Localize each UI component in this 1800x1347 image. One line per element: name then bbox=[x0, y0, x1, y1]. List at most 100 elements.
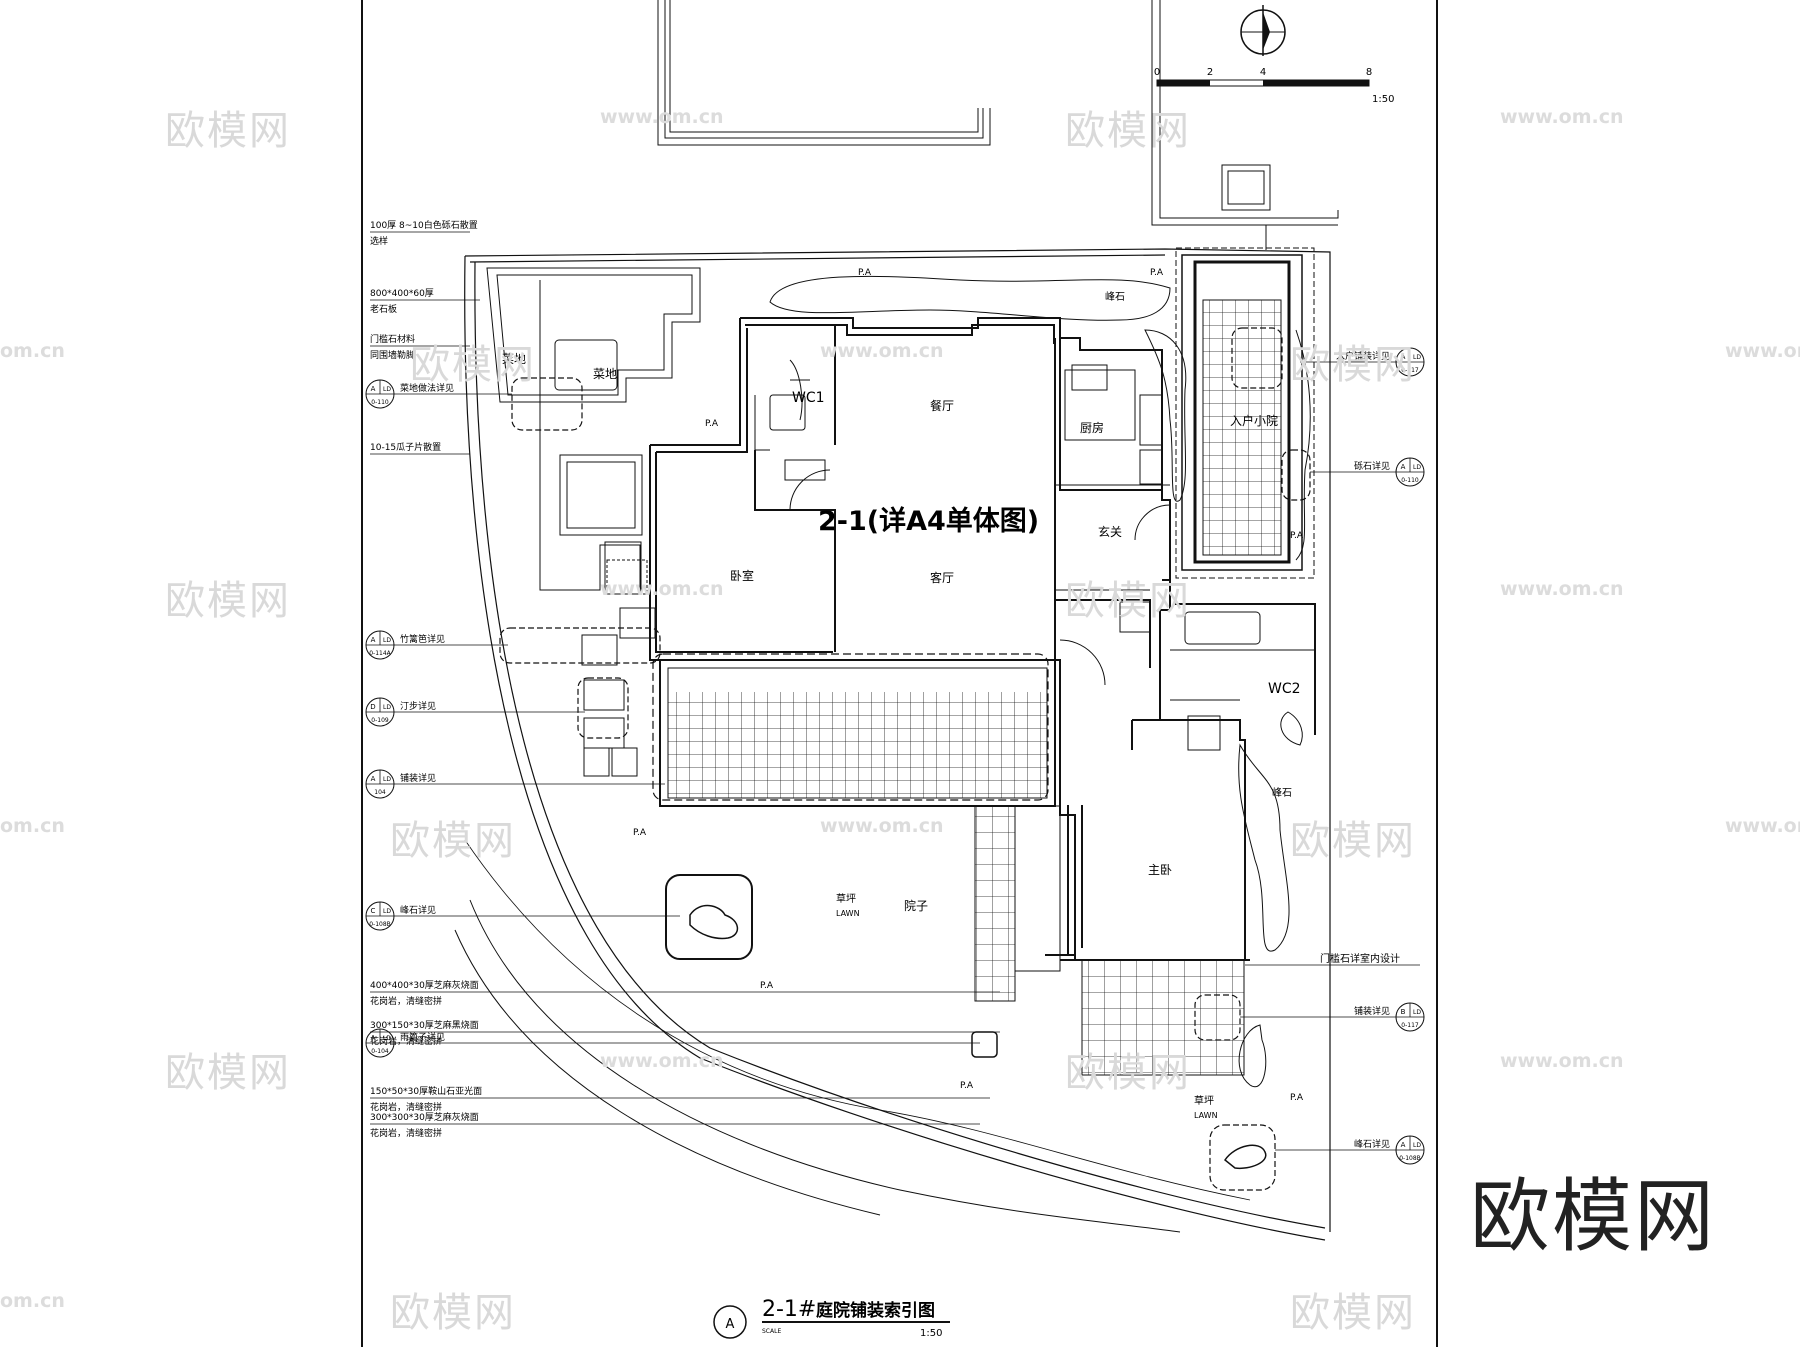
ref-label: 铺装详见 bbox=[400, 772, 436, 784]
material-note-line: 10-15瓜子片散置 bbox=[370, 441, 441, 453]
landscape-contour bbox=[469, 899, 1181, 1233]
ref-letter: A bbox=[1401, 463, 1406, 471]
paving-labels: P.A P.A P.A P.A P.A P.A P.A P.A bbox=[633, 268, 1304, 1103]
pa-label: P.A bbox=[960, 1081, 974, 1091]
ref-sheet-number: 0-104 bbox=[371, 1048, 389, 1055]
rock-label-top: 峰石 bbox=[1105, 291, 1125, 303]
room-label-entry-court: 入户小院 bbox=[1230, 413, 1278, 428]
ref-sheet-code: LD bbox=[383, 776, 391, 783]
ref-label: 峰石详见 bbox=[1354, 1138, 1390, 1150]
ref-sheet-number: 0-117 bbox=[1401, 1022, 1419, 1029]
room-label-lawn: 草坪 bbox=[836, 892, 856, 905]
title-prefix: 2-1# bbox=[762, 1297, 816, 1322]
ref-letter: A bbox=[371, 636, 376, 644]
material-note-line: 150*50*30厚鞍山石亚光面 bbox=[370, 1085, 482, 1097]
material-note-line: 400*400*30厚芝麻灰烧面 bbox=[370, 979, 479, 991]
brand-logo: 欧模网 bbox=[1470, 1170, 1716, 1263]
pa-label: P.A bbox=[1290, 531, 1304, 541]
room-label-kitchen: 厨房 bbox=[1080, 420, 1104, 435]
material-note-line: 花岗岩，清缝密拼 bbox=[370, 1127, 442, 1139]
material-note-line: 同围墙勒脚 bbox=[370, 349, 415, 361]
drawing-title: A 2-1# 庭院铺装索引图 SCALE 1:50 bbox=[713, 1297, 950, 1339]
ref-sheet-code: LD bbox=[383, 386, 391, 393]
ref-label: 铺装详见 bbox=[1354, 1005, 1390, 1017]
ref-letter: B bbox=[1401, 1008, 1406, 1016]
ref-sheet-number: 0-117 bbox=[1401, 367, 1419, 374]
planting-beds bbox=[769, 275, 1311, 1088]
ref-sheet-code: LD bbox=[1413, 354, 1421, 361]
ref-letter: C bbox=[371, 907, 376, 915]
ref-sheet-code: LD bbox=[1413, 464, 1421, 471]
house-interior bbox=[754, 359, 1315, 751]
material-notes: 100厚 8~10白色砾石散置选样800*400*60厚老石板门槛石材料同围墙勒… bbox=[370, 219, 1000, 1139]
scale-bar: 0 2 4 8 1:50 bbox=[1154, 67, 1395, 105]
threshold-note: 门槛石详室内设计 bbox=[1320, 952, 1400, 965]
scale-ratio: 1:50 bbox=[1372, 94, 1394, 105]
neighbour-building-outline bbox=[657, 0, 1339, 250]
site-boundary bbox=[464, 248, 1331, 1241]
detail-ref-bubble: A LD 0-117 入户铺装详见 bbox=[1300, 347, 1425, 377]
ref-label: 入户铺装详见 bbox=[1336, 350, 1390, 362]
ref-sheet-code: LD bbox=[1413, 1009, 1421, 1016]
material-note-line: 花岗岩，清缝密拼 bbox=[370, 1101, 442, 1113]
ref-sheet-number: 0-109 bbox=[371, 717, 389, 724]
pa-label: P.A bbox=[633, 828, 647, 838]
ref-sheet-code: LD bbox=[1413, 1142, 1421, 1149]
room-label-foyer: 玄关 bbox=[1098, 524, 1122, 539]
pa-label: P.A bbox=[1150, 268, 1164, 278]
pa-label: P.A bbox=[858, 268, 872, 278]
room-label-bedroom: 卧室 bbox=[730, 568, 754, 583]
room-label-dining: 餐厅 bbox=[930, 398, 954, 413]
ref-sheet-number: 0-108B bbox=[369, 921, 391, 928]
room-label-lawn-en: LAWN bbox=[836, 909, 860, 918]
room-label-yard: 院子 bbox=[904, 899, 928, 913]
room-label-vegetable-b: 菜地 bbox=[593, 367, 617, 381]
house-walls bbox=[649, 317, 1316, 961]
room-label-lawn2-en: LAWN bbox=[1194, 1111, 1218, 1120]
room-label-wc1: WC1 bbox=[792, 390, 825, 406]
material-note-line: 800*400*60厚 bbox=[370, 288, 434, 299]
pa-label: P.A bbox=[760, 981, 774, 991]
ref-letter: A bbox=[1401, 353, 1406, 361]
unit-label: 2-1(详A4单体图) bbox=[818, 505, 1039, 537]
scale-tick-4: 4 bbox=[1260, 67, 1266, 78]
landscape-contour bbox=[454, 929, 881, 1216]
room-label-master: 主卧 bbox=[1148, 863, 1172, 877]
rock-label-right: 峰石 bbox=[1272, 787, 1292, 799]
room-label-vegetable-a: 菜地 bbox=[502, 352, 526, 366]
title-name: 庭院铺装索引图 bbox=[816, 1300, 935, 1321]
material-note-line: 门槛石材料 bbox=[370, 333, 415, 345]
rock-feature bbox=[499, 327, 1311, 1191]
ref-sheet-code: LD bbox=[383, 908, 391, 915]
paved-terrace bbox=[652, 653, 1056, 807]
ref-letter: D bbox=[370, 703, 375, 711]
stepping-stones bbox=[581, 634, 638, 777]
entry-court bbox=[1175, 247, 1315, 579]
ref-label: 竹篱笆详见 bbox=[400, 633, 445, 645]
bedroom-zone bbox=[755, 450, 835, 655]
material-note-line: 老石板 bbox=[370, 303, 397, 315]
detail-ref-bubble: B LD 0-117 铺装详见 bbox=[1240, 1002, 1425, 1032]
room-label-living: 客厅 bbox=[930, 570, 954, 585]
room-label-wc2: WC2 bbox=[1268, 681, 1301, 697]
material-note-line: 300*300*30厚芝麻灰烧面 bbox=[370, 1111, 479, 1123]
ref-sheet-code: LD bbox=[383, 1035, 391, 1042]
material-note-line: 300*150*30厚芝麻黑烧面 bbox=[370, 1019, 479, 1031]
ref-sheet-number: 0-110 bbox=[1401, 477, 1419, 484]
ref-letter: A bbox=[371, 775, 376, 783]
ref-label: 峰石详见 bbox=[400, 904, 436, 916]
material-note-line: 花岗岩，清缝密拼 bbox=[370, 995, 442, 1007]
ref-sheet-number: 0-108B bbox=[1399, 1155, 1421, 1162]
scale-tick-0: 0 bbox=[1154, 67, 1160, 78]
title-scale: 1:50 bbox=[920, 1328, 942, 1339]
ref-sheet-code: LD bbox=[383, 637, 391, 644]
material-note-line: 花岗岩，清缝密拼 bbox=[370, 1035, 442, 1047]
